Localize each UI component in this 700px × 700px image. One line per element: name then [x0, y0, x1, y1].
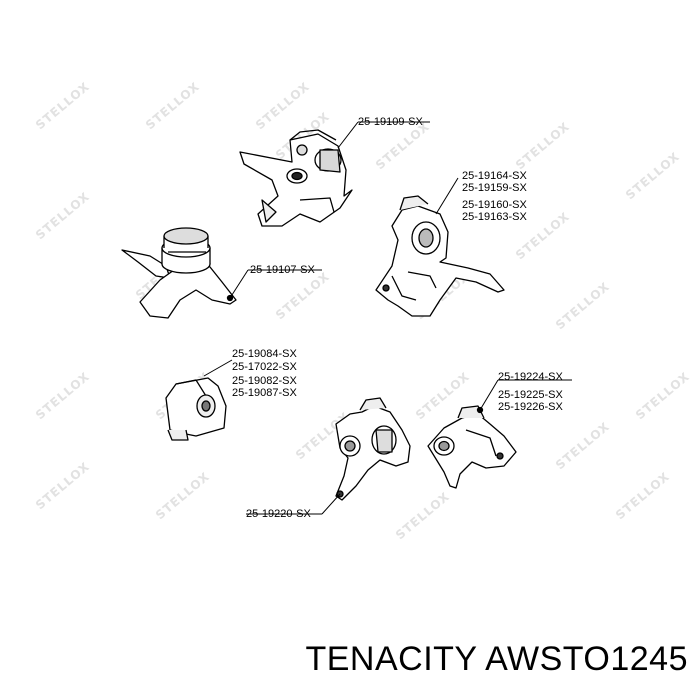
watermark-text: STELLOX: [273, 269, 332, 322]
label-19164: 25-19164-SX: [462, 170, 527, 182]
mount-19224[interactable]: [427, 405, 517, 489]
watermark-text: STELLOX: [253, 79, 312, 132]
label-19107: 25-19107-SX: [250, 264, 315, 276]
part-title: TENACITY AWSTO1245: [0, 640, 688, 679]
watermark-text: STELLOX: [393, 489, 452, 542]
watermark-text: STELLOX: [633, 369, 692, 422]
mount-19164[interactable]: [375, 195, 505, 317]
mount-19084[interactable]: [165, 377, 227, 441]
label-19082: 25-19082-SX: [232, 375, 297, 387]
label-19163: 25-19163-SX: [462, 211, 527, 223]
watermark-text: STELLOX: [33, 459, 92, 512]
watermark-text: STELLOX: [553, 279, 612, 332]
mount-19107[interactable]: [121, 227, 237, 319]
watermark-text: STELLOX: [153, 469, 212, 522]
label-19087: 25-19087-SX: [232, 387, 297, 399]
label-17022: 25-17022-SX: [232, 361, 297, 373]
watermark-text: STELLOX: [143, 79, 202, 132]
label-19220: 25-19220-SX: [246, 508, 311, 520]
label-19109: 25-19109-SX: [358, 116, 423, 128]
watermark-text: STELLOX: [613, 469, 672, 522]
mount-bracket-19109[interactable]: [239, 129, 353, 227]
watermark-text: STELLOX: [553, 419, 612, 472]
part-number: AWSTO1245: [485, 640, 688, 678]
label-19224: 25-19224-SX: [498, 371, 563, 383]
label-19225: 25-19225-SX: [498, 389, 563, 401]
label-19084: 25-19084-SX: [232, 348, 297, 360]
mount-19220[interactable]: [335, 397, 411, 501]
brand-name: TENACITY: [305, 640, 477, 678]
watermark-text: STELLOX: [33, 79, 92, 132]
watermark-text: STELLOX: [33, 369, 92, 422]
label-19226: 25-19226-SX: [498, 401, 563, 413]
watermark-text: STELLOX: [33, 189, 92, 242]
label-19160: 25-19160-SX: [462, 199, 527, 211]
label-19159: 25-19159-SX: [462, 182, 527, 194]
watermark-text: STELLOX: [623, 149, 682, 202]
watermark-text: STELLOX: [513, 119, 572, 172]
